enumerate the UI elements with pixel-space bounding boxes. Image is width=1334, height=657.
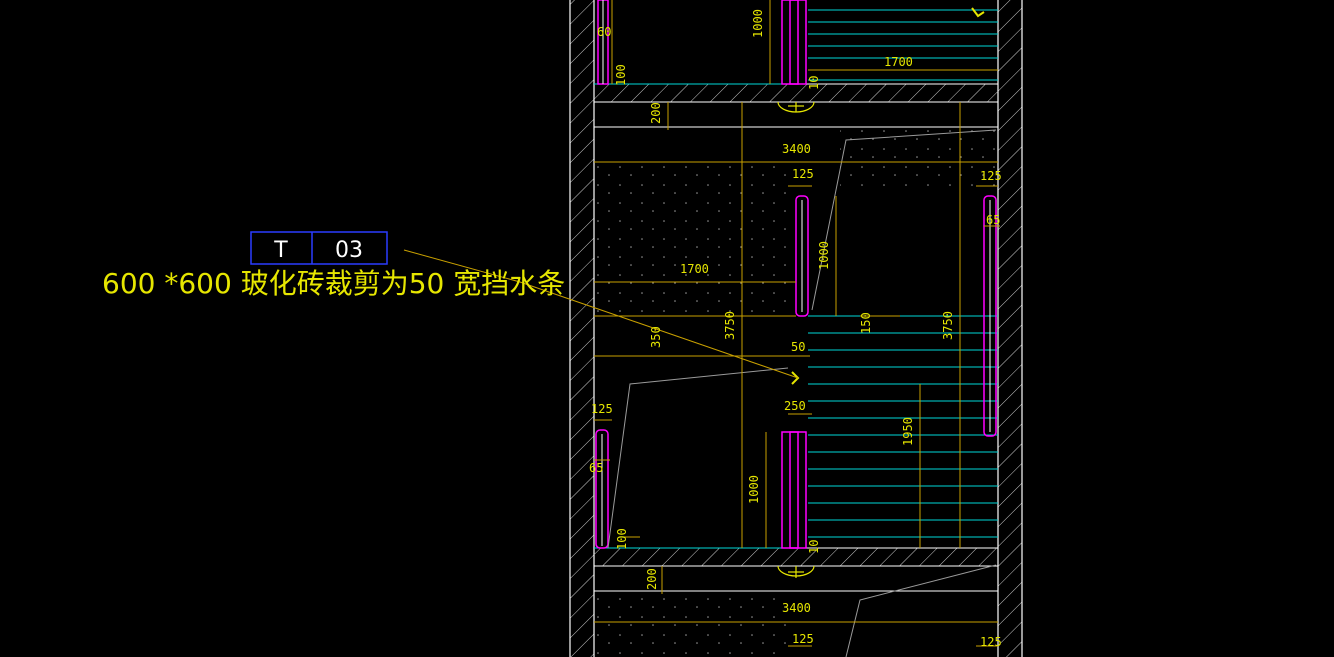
dim-label: 1000 xyxy=(747,475,761,504)
dim-label: 1000 xyxy=(751,9,765,38)
tag-right-label: 03 xyxy=(335,238,363,263)
dim-label: 200 xyxy=(645,568,659,590)
dim-label: 10 xyxy=(807,76,821,90)
dim-label: 150 xyxy=(859,312,873,334)
glass-partition-top-left xyxy=(597,0,609,85)
glass-partition-right xyxy=(983,195,997,437)
floor-drain-lower-icon xyxy=(777,565,815,578)
glass-partition-top-center xyxy=(781,0,807,85)
dim-label: 125 xyxy=(591,402,613,416)
stair-treads-mid xyxy=(808,315,998,538)
glass-partition-left-lower xyxy=(595,429,609,549)
dim-label: 3750 xyxy=(723,311,737,340)
dim-label: 125 xyxy=(980,169,1002,183)
dim-label: 250 xyxy=(784,399,806,413)
dim-label: 3400 xyxy=(782,142,811,156)
dim-label: 1700 xyxy=(680,262,709,276)
dim-label: 65 xyxy=(589,461,603,475)
wall-left xyxy=(569,0,595,657)
tag-left-label: T xyxy=(273,238,288,263)
slope-lines xyxy=(607,129,997,657)
dim-label: 125 xyxy=(792,167,814,181)
concrete-fill-upper-left xyxy=(594,160,794,315)
dim-label: 100 xyxy=(614,64,628,86)
dim-label: 125 xyxy=(980,635,1002,649)
dim-label: 200 xyxy=(649,102,663,124)
dim-label: 10 xyxy=(807,540,821,554)
detail-tag[interactable]: T 03 xyxy=(250,231,388,265)
concrete-fill-lower-left xyxy=(594,595,794,657)
annotation-note[interactable]: 600 *600 玻化砖裁剪为50 宽挡水条 xyxy=(102,267,565,300)
glass-partition-mid-center xyxy=(795,195,809,317)
concrete-fill-upper-right xyxy=(840,130,996,190)
slab-lower xyxy=(594,547,998,592)
arrow-marker-top-icon xyxy=(971,7,985,18)
dim-label: 60 xyxy=(597,25,611,39)
floor-drain-upper-icon xyxy=(777,101,815,113)
dim-label: 1700 xyxy=(884,55,913,69)
dim-label: 350 xyxy=(649,326,663,348)
dim-label: 50 xyxy=(791,340,805,354)
dim-label: 3400 xyxy=(782,601,811,615)
dimension-lines xyxy=(594,0,1000,647)
dim-label: 100 xyxy=(615,528,629,550)
wall-right xyxy=(997,0,1023,657)
dim-label: 1000 xyxy=(817,241,831,270)
dim-label: 3750 xyxy=(941,311,955,340)
glass-partition-low-center xyxy=(781,431,807,549)
dimension-labels: 60 1000 1700 100 10 200 3400 125 125 65 … xyxy=(589,9,1002,649)
dim-label: 65 xyxy=(986,213,1000,227)
leader-line xyxy=(403,249,799,379)
dim-label: 1950 xyxy=(901,417,915,446)
dim-label: 125 xyxy=(792,632,814,646)
